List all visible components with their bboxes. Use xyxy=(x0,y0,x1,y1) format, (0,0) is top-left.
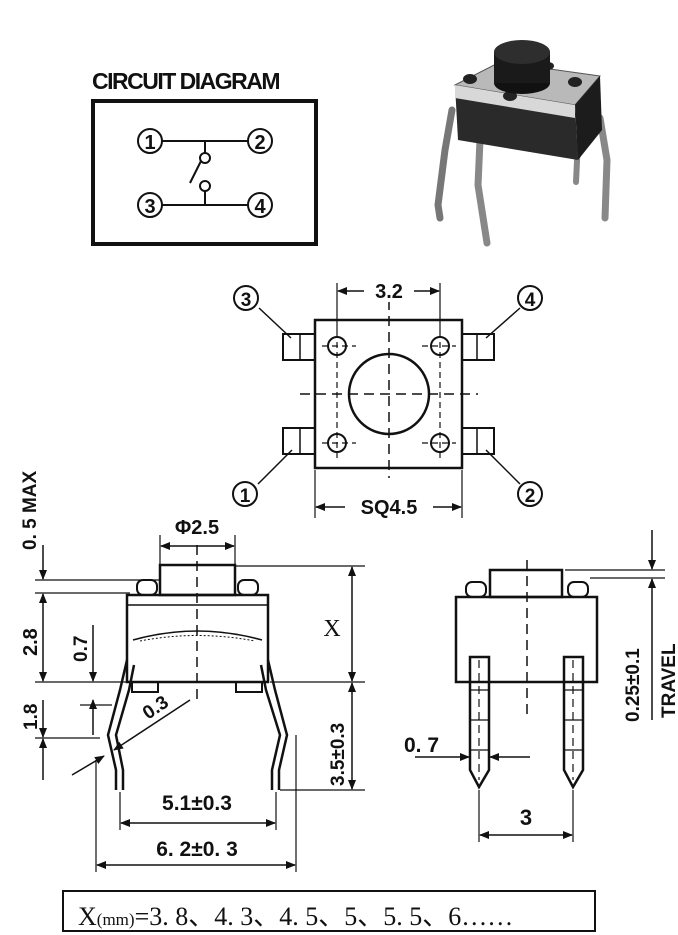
top-view-pin-4: 4 xyxy=(517,285,543,311)
x-symbol: X xyxy=(78,902,97,931)
top-view-pin-2: 2 xyxy=(517,481,543,507)
svg-text:3: 3 xyxy=(144,196,155,218)
circuit-diagram-title: CIRCUIT DIAGRAM xyxy=(92,68,281,94)
dim-x: X xyxy=(323,616,340,642)
circuit-pin-3: 3 xyxy=(137,192,163,218)
dim-0-7: 0.7 xyxy=(71,636,92,662)
dim-travel-label: TRAVEL xyxy=(659,643,678,718)
dim-2-8: 2.8 xyxy=(20,628,42,656)
dim-6-2: 6. 2±0. 3 xyxy=(156,838,238,861)
dim-3-2: 3.2 xyxy=(375,281,403,303)
dim-3-pitch: 3 xyxy=(520,805,532,830)
end-view xyxy=(415,530,665,842)
dim-0-5-max: 0. 5 MAX xyxy=(20,470,41,550)
dim-phi-2-5: Φ2.5 xyxy=(175,517,219,539)
switch-product-illustration xyxy=(434,40,611,247)
dim-1-8: 1.8 xyxy=(21,704,42,730)
svg-text:2: 2 xyxy=(254,132,265,154)
x-values: =3. 8、4. 3、4. 5、5、5. 5、6…… xyxy=(134,902,514,931)
top-view-pin-3: 3 xyxy=(233,285,259,311)
dim-3-5: 3.5±0.3 xyxy=(328,723,349,786)
top-view-pin-1: 1 xyxy=(232,481,258,507)
circuit-pin-1: 1 xyxy=(137,128,163,154)
x-values-text: X(mm)=3. 8、4. 3、4. 5、5、5. 5、6…… xyxy=(78,896,513,933)
svg-text:1: 1 xyxy=(240,486,251,507)
circuit-switch xyxy=(162,140,248,206)
dim-5-1: 5.1±0.3 xyxy=(162,792,232,815)
svg-text:4: 4 xyxy=(525,290,536,311)
dim-0-3: 0.3 xyxy=(139,692,173,724)
circuit-pin-2: 2 xyxy=(247,128,273,154)
dim-0-7-pin: 0. 7 xyxy=(404,734,439,757)
svg-text:4: 4 xyxy=(254,196,266,218)
top-view xyxy=(257,283,521,518)
side-view xyxy=(35,535,365,872)
x-unit: (mm) xyxy=(96,910,135,929)
svg-text:1: 1 xyxy=(144,132,155,154)
circuit-diagram: 1 2 3 4 xyxy=(91,99,318,246)
x-values-box: X(mm)=3. 8、4. 3、4. 5、5、5. 5、6…… xyxy=(62,890,596,932)
svg-text:2: 2 xyxy=(525,486,536,507)
circuit-pin-4: 4 xyxy=(247,192,273,218)
dim-sq4-5: SQ4.5 xyxy=(361,497,418,519)
svg-text:3: 3 xyxy=(241,290,252,311)
dim-travel-value: 0.25±0.1 xyxy=(623,648,644,722)
